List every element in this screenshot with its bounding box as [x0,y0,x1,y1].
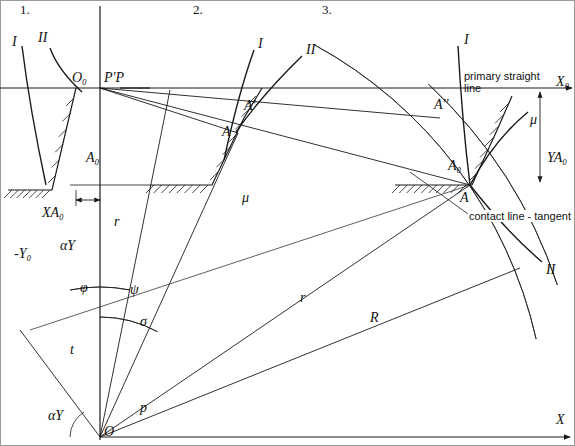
diagram-label: t [70,342,74,357]
diagram-label: 3. [322,3,332,17]
diagram-label: αY [60,238,75,253]
hatch-stroke [10,190,18,198]
diagram-label: r [114,214,119,229]
hatch-stroke [500,104,508,112]
diagram-label: μ [530,112,537,127]
hatch-stroke [55,144,63,152]
radius-arc [314,45,536,339]
rack-tooth [120,87,150,88]
diagram-label: XA₀ [42,205,64,220]
hatch-stroke [52,160,60,168]
angle-arc [70,287,130,290]
root-line [70,185,150,186]
hatch-stroke [62,113,70,121]
diagram-label: p [140,400,147,415]
hatch-stroke [485,138,493,146]
hatch-stroke [414,185,422,193]
diagram-label: R [370,310,379,325]
diagram-label: P'P [104,70,124,85]
hatch-stroke [185,185,193,193]
diagram-label: X [556,412,565,427]
angle-arc [100,317,158,332]
diagram-label: μ [242,190,249,205]
diagram-label: I [258,36,263,51]
hatch-stroke [29,190,37,198]
hatch-stroke [421,185,429,193]
profile-II [236,56,302,132]
diagram-label: A' [244,98,256,113]
hatch-stroke [490,127,498,135]
radius-line [20,330,100,437]
diagram-label: 2. [193,3,203,17]
diagram-label: ψ [130,282,139,297]
hatch-stroke [4,190,12,198]
diagram-label: primary straight line [463,70,553,94]
hatch-stroke [23,190,31,198]
radius-line [100,133,238,437]
hatch-stroke [36,190,44,198]
hatch-stroke [495,115,503,123]
tangent-line [30,185,470,330]
hatch-stroke [399,185,407,193]
diagram-label: r [300,290,305,305]
radius-line [100,185,470,437]
profile-I [22,46,46,185]
rack-tooth [150,88,262,185]
diagram-label: A [222,124,231,139]
contact-line [100,88,470,185]
diagram-label: A₀ [448,158,461,173]
hatch-stroke [66,98,74,106]
y-axis [99,6,100,440]
diagram-label: 1. [20,3,30,17]
radius-arc [429,84,558,285]
hatch-stroke [154,185,162,193]
diagram-label: O₀ [72,70,87,85]
contact-line [100,88,440,118]
dimension-line [76,200,100,201]
hatch-stroke [42,190,50,198]
diagram-label: O [104,424,114,439]
x-axis [100,437,570,438]
diagram-label: II [38,30,47,45]
diagram-label: -Y₀ [14,246,31,261]
diagram-label: YA₀ [547,150,567,165]
diagram-label: X₀ [556,74,569,89]
radius-line [100,90,170,437]
angle-arc [70,412,84,437]
rack-tooth [8,88,76,190]
diagram-label: A'' [434,97,449,112]
hatch-stroke [48,175,56,183]
leader-line [410,172,468,214]
diagram-label: I [464,32,469,47]
primary-straight-line [0,88,572,89]
hatch-stroke [169,185,177,193]
diagram-label: II [306,42,315,57]
hatch-stroke [407,185,415,193]
diagram-label: I [12,34,17,49]
hatch-stroke [192,185,200,193]
hatch-stroke [177,185,185,193]
diagram-label: A₀ [86,150,99,165]
radius-line [100,268,520,437]
hatch-stroke [200,185,208,193]
diagram-label: φ [80,280,88,295]
extension-line [76,190,77,206]
dimension-line [540,92,541,182]
hatch-stroke [59,129,67,137]
diagram-label: contact line - tangent [468,210,572,222]
diagram-label: II [546,262,555,277]
profile-II [470,112,542,262]
hatch-stroke [392,185,400,193]
diagram-label: σ [140,314,147,329]
contact-line [100,88,238,133]
hatch-stroke [17,190,25,198]
diagram-label: A [460,190,469,205]
diagram-label: αY [48,408,63,423]
hatch-stroke [161,185,169,193]
